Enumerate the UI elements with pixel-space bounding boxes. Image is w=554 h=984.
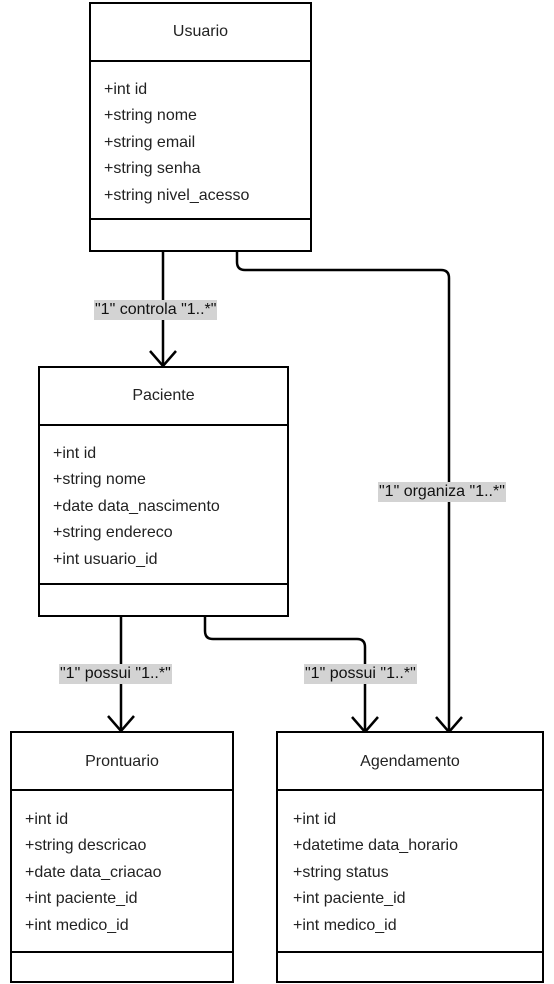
class-agendamento-methods [278, 951, 542, 981]
attribute: +int id [104, 81, 148, 98]
attribute: +date data_nascimento [53, 497, 220, 515]
attribute: +string senha [104, 160, 201, 178]
attribute: +int paciente_id [293, 890, 406, 908]
relation-label-paciente-agendamento: "1" possui "1..*" [304, 664, 417, 684]
attribute: +int medico_id [25, 916, 129, 934]
attribute: +int usuario_id [53, 550, 158, 568]
class-paciente-methods [40, 583, 287, 615]
attribute: +string nome [104, 107, 197, 125]
attribute: +date data_criacao [25, 863, 162, 881]
attribute: +int id [293, 811, 337, 828]
class-prontuario-methods [12, 951, 232, 981]
class-agendamento-name: Agendamento [278, 733, 542, 791]
attribute: +string email [104, 133, 196, 151]
relation-label-paciente-prontuario: "1" possui "1..*" [59, 664, 172, 684]
class-prontuario-attributes: +int id +string descricao +date data_cri… [12, 807, 232, 939]
class-usuario-attributes: +int id +string nome +string email +stri… [91, 77, 310, 209]
attribute: +int id [53, 445, 97, 462]
attribute: +string endereco [53, 524, 173, 542]
class-agendamento-attributes: +int id +datetime data_horario +string s… [278, 807, 542, 939]
attribute: +datetime data_horario [293, 837, 458, 855]
attribute: +string nome [53, 471, 146, 489]
relation-label-usuario-agendamento: "1" organiza "1..*" [378, 482, 506, 502]
attribute: +string descricao [25, 837, 147, 855]
edge-paciente-agendamento [203, 617, 367, 732]
class-paciente-attributes: +int id +string nome +date data_nascimen… [40, 441, 287, 573]
attribute: +int id [25, 811, 69, 828]
class-usuario-name: Usuario [91, 4, 310, 62]
class-prontuario-name: Prontuario [12, 733, 232, 791]
class-prontuario[interactable]: Prontuario +int id +string descricao +da… [10, 731, 234, 983]
class-usuario[interactable]: Usuario +int id +string nome +string ema… [89, 2, 312, 252]
class-paciente[interactable]: Paciente +int id +string nome +date data… [38, 366, 289, 617]
class-paciente-name: Paciente [40, 368, 287, 426]
attribute: +string nivel_acesso [104, 186, 250, 204]
class-agendamento[interactable]: Agendamento +int id +datetime data_horar… [276, 731, 544, 983]
relation-label-usuario-paciente: "1" controla "1..*" [94, 300, 218, 320]
attribute: +int paciente_id [25, 890, 138, 908]
class-usuario-methods [91, 218, 310, 250]
attribute: +int medico_id [293, 916, 397, 934]
attribute: +string status [293, 863, 389, 881]
edge-usuario-agendamento [235, 252, 451, 732]
